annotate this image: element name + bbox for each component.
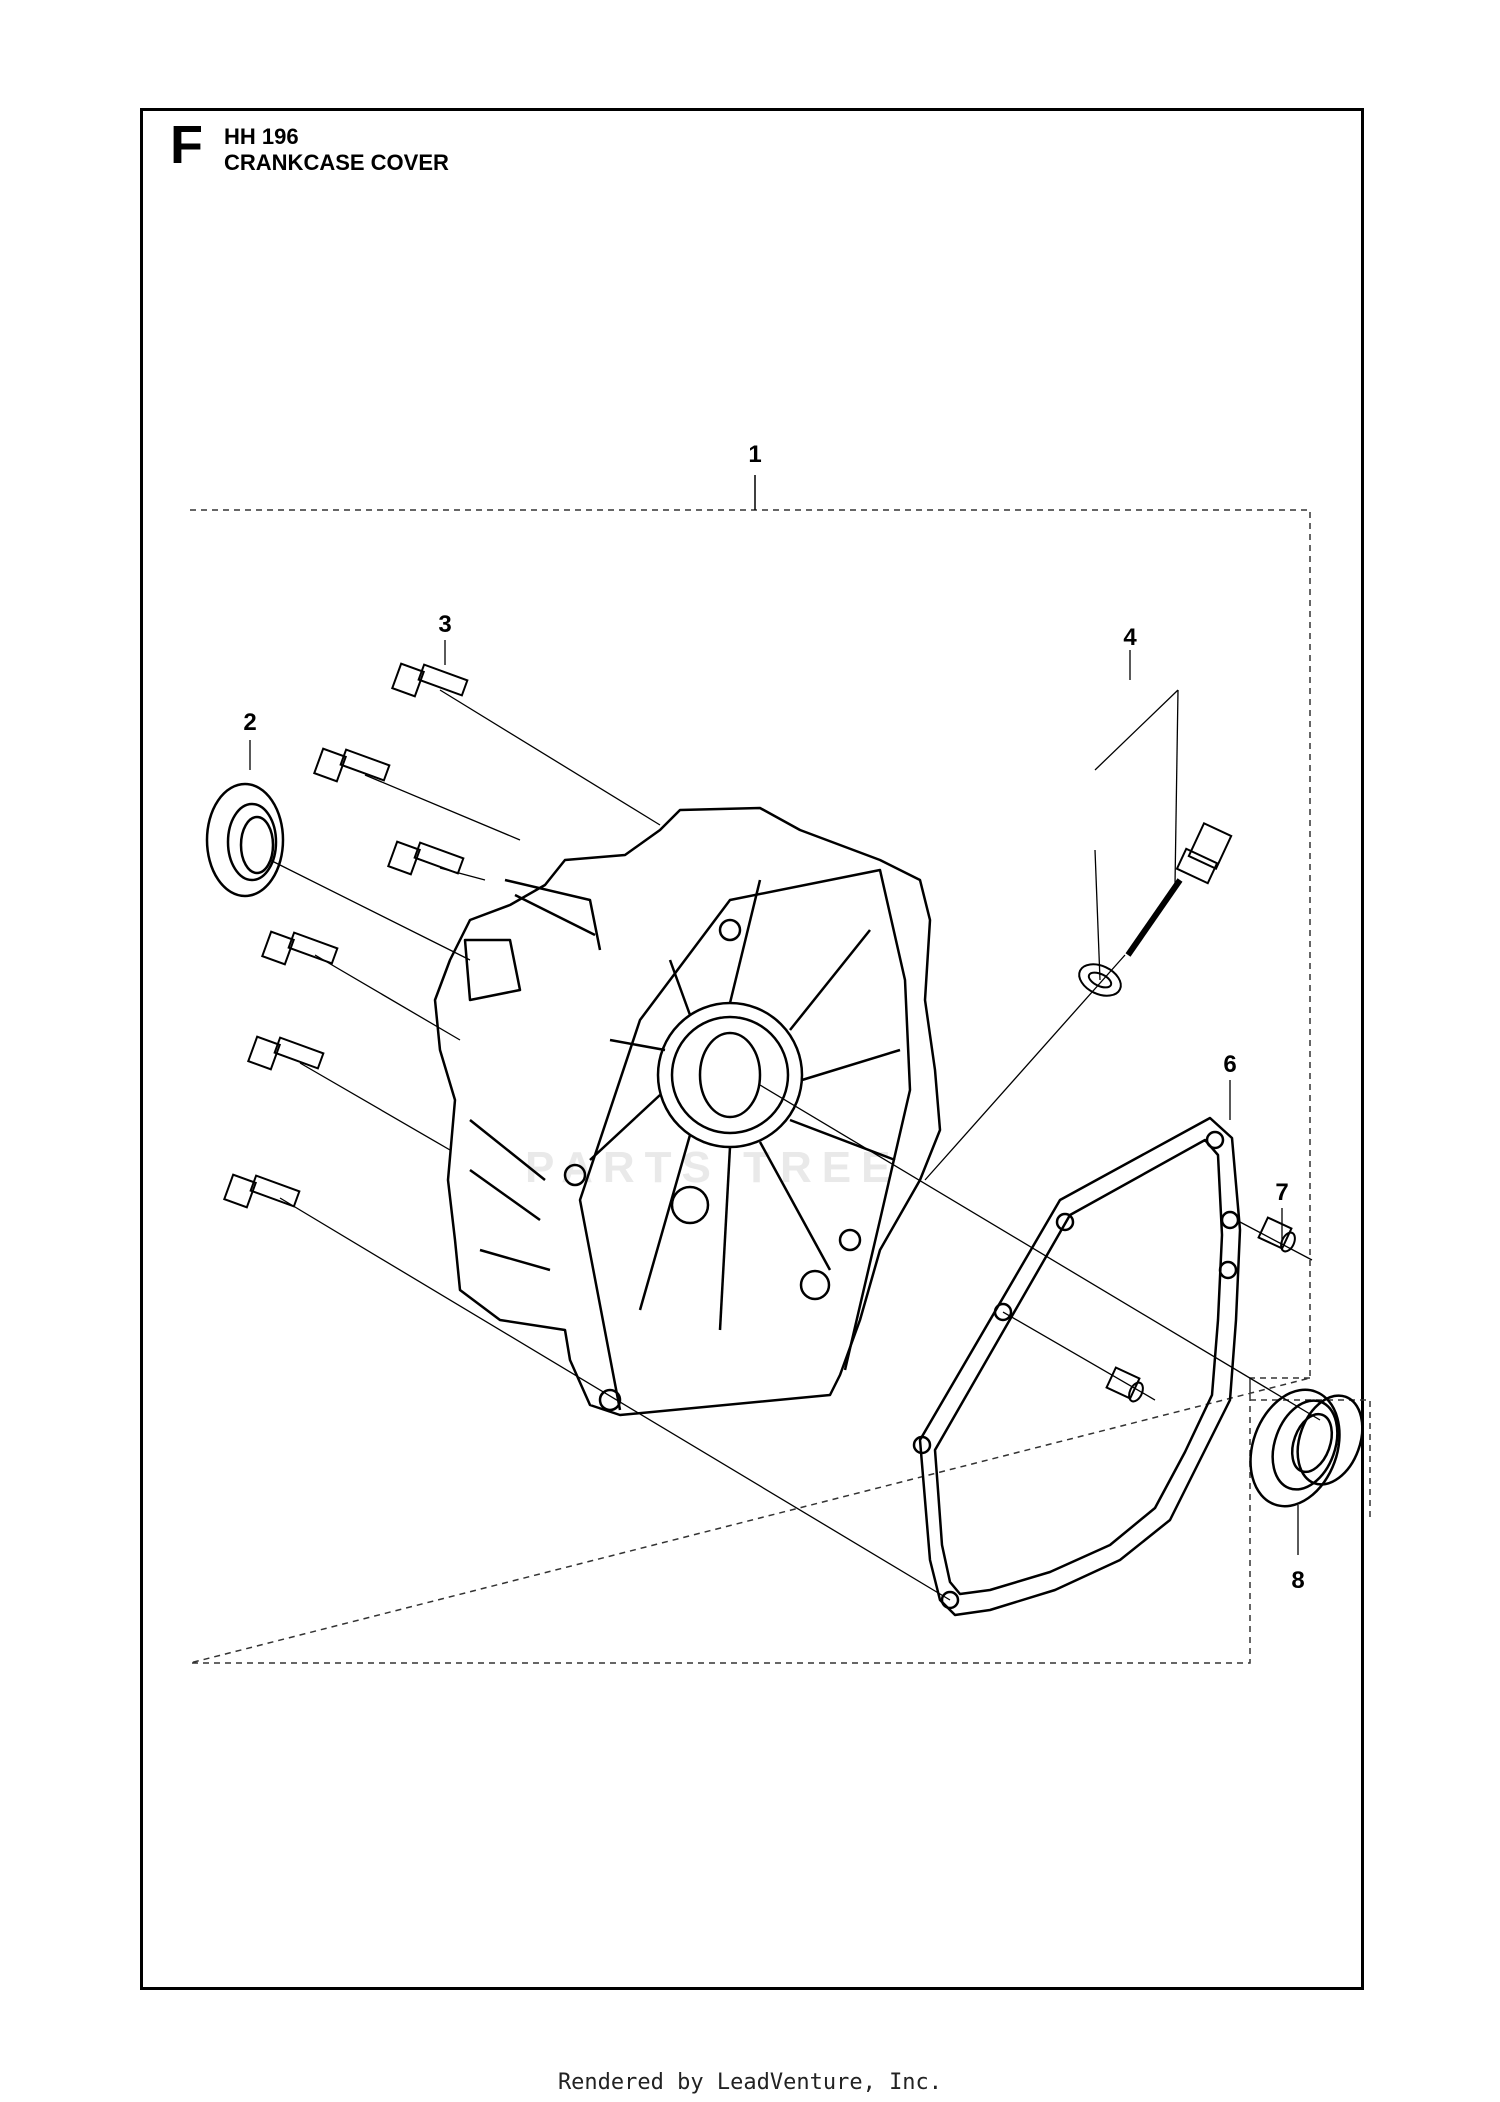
callout-8: 8 — [1291, 1567, 1304, 1594]
kit-boundary — [189, 509, 1371, 1664]
drawing-frame — [140, 108, 1364, 1990]
bolt — [260, 930, 339, 966]
ball-bearing[interactable] — [1235, 1377, 1374, 1518]
footer-credit: Rendered by LeadVenture, Inc. — [557, 2070, 943, 2095]
diagram-title: CRANKCASE COVER — [224, 150, 449, 175]
bolt — [312, 747, 391, 783]
callout-6: 6 — [1223, 1051, 1236, 1078]
callout-7: 7 — [1275, 1179, 1288, 1206]
dowel-pins[interactable] — [1105, 1216, 1298, 1404]
section-letter: F — [170, 115, 203, 175]
crankcase-gasket[interactable] — [912, 1116, 1242, 1617]
leader-lines — [249, 640, 1321, 1601]
callout-1: 1 — [748, 441, 761, 468]
oil-seal[interactable] — [205, 782, 285, 898]
bolt — [222, 1173, 301, 1209]
callout-4: 4 — [1123, 624, 1137, 651]
model-number: HH 196 — [224, 124, 299, 149]
bolt — [390, 662, 469, 698]
callout-2: 2 — [243, 709, 256, 736]
crankcase-cover[interactable] — [433, 806, 942, 1417]
flange-bolts[interactable] — [222, 662, 469, 1209]
callout-3: 3 — [438, 611, 451, 638]
bolt — [386, 840, 465, 876]
bolt — [246, 1035, 325, 1071]
